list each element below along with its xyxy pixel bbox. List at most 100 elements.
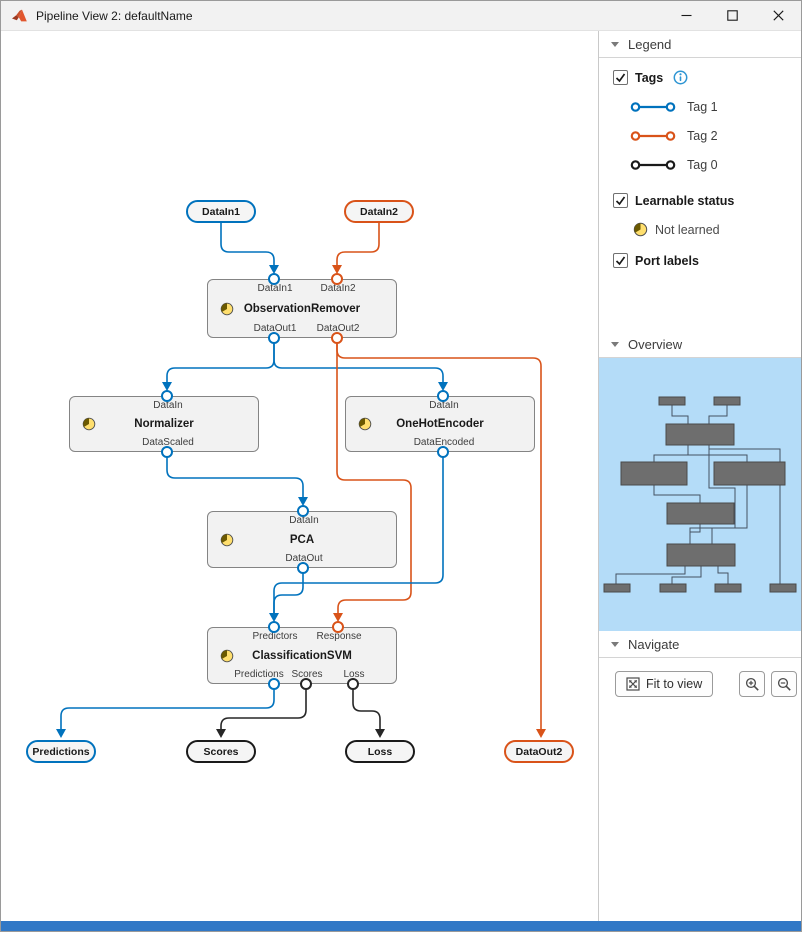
matlab-logo-icon [12, 9, 27, 21]
block-title: ClassificationSVM [252, 649, 352, 662]
arrowhead [536, 729, 546, 738]
arrowhead [216, 729, 226, 738]
port-label-out: DataEncoded [413, 437, 475, 448]
fit-to-view-icon [626, 677, 640, 691]
tag-row: Tag 2 [613, 129, 801, 143]
output-node-label: Loss [367, 745, 393, 758]
pipeline-canvas[interactable]: DataIn1 DataIn2 DataIn1 DataIn2 Observat… [1, 31, 599, 921]
input-node-label: DataIn1 [202, 205, 240, 218]
collapse-arrow-icon [611, 41, 619, 47]
wire-loss-to-output[interactable] [352, 689, 381, 730]
not-learned-clock-icon [633, 222, 648, 237]
zoom-in-icon [745, 677, 759, 691]
close-button[interactable] [755, 1, 801, 30]
arrowhead [333, 613, 343, 622]
tag1-line-icon [630, 102, 676, 112]
learnable-status-label: Learnable status [635, 193, 735, 208]
arrowhead [332, 265, 342, 274]
not-learned-clock-icon [220, 533, 234, 546]
legend-panel-header[interactable]: Legend [599, 31, 801, 58]
block-observationremover[interactable]: DataIn1 DataIn2 ObservationRemover DataO… [207, 279, 397, 338]
port-label-out: DataScaled [142, 437, 194, 448]
block-pca[interactable]: DataIn PCA DataOut [207, 511, 397, 568]
input-node-datain2[interactable]: DataIn2 [344, 200, 414, 223]
output-node-label: Scores [203, 745, 239, 758]
block-title: PCA [289, 533, 315, 546]
not-learned-clock-icon [82, 417, 96, 431]
fit-to-view-button[interactable]: Fit to view [615, 671, 714, 697]
collapse-arrow-icon [611, 341, 619, 347]
info-icon[interactable] [673, 70, 688, 85]
input-node-datain1[interactable]: DataIn1 [186, 200, 256, 223]
overview-panel-header[interactable]: Overview [599, 331, 801, 358]
legend-title: Legend [628, 36, 672, 52]
arrowhead [438, 382, 448, 391]
arrowhead [56, 729, 66, 738]
sidebar: Legend Tags [599, 31, 801, 921]
block-title: OneHotEncoder [396, 418, 484, 430]
tag0-line-icon [630, 160, 676, 170]
port-label-in: DataIn [289, 515, 319, 526]
wire-dataout-to-predictors[interactable] [273, 573, 304, 614]
output-node-dataout2[interactable]: DataOut2 [504, 740, 574, 763]
output-node-predictions[interactable]: Predictions [26, 740, 96, 763]
tags-checkbox[interactable] [613, 70, 628, 85]
tag-label: Tag 2 [687, 129, 718, 143]
tag-row: Tag 0 [613, 158, 801, 172]
background-window-edge [1, 921, 801, 931]
learnable-status-checkbox[interactable] [613, 193, 628, 208]
window-title: Pipeline View 2: defaultName [36, 8, 193, 23]
port-labels-label: Port labels [635, 253, 699, 268]
tag-row: Tag 1 [613, 100, 801, 114]
wire-datain2-to-observationremover[interactable] [336, 223, 380, 266]
output-node-loss[interactable]: Loss [345, 740, 415, 763]
zoom-out-icon [777, 677, 791, 691]
wire-datain1-to-observationremover[interactable] [220, 223, 275, 266]
maximize-button[interactable] [709, 1, 755, 30]
pipeline-wires [56, 223, 546, 738]
tags-label: Tags [635, 70, 664, 85]
output-node-scores[interactable]: Scores [186, 740, 256, 763]
maximize-icon [726, 10, 738, 21]
titlebar[interactable]: Pipeline View 2: defaultName [1, 1, 801, 31]
navigate-panel-header[interactable]: Navigate [599, 631, 801, 658]
wire-dataout2-to-response[interactable] [336, 343, 412, 614]
close-icon [772, 10, 784, 21]
port-labels-checkbox[interactable] [613, 253, 628, 268]
wire-dataout1-to-normalizer[interactable] [166, 343, 275, 383]
not-learned-clock-icon [358, 417, 372, 431]
minimap-graphic [603, 396, 797, 593]
not-learned-label: Not learned [655, 222, 720, 237]
fit-to-view-label: Fit to view [646, 677, 703, 691]
arrowhead [375, 729, 385, 738]
overview-title: Overview [628, 336, 683, 352]
minimize-button[interactable] [663, 1, 709, 30]
port-label-in: Predictors [252, 631, 298, 642]
minimize-icon [681, 14, 691, 17]
legend-body: Tags Tag 1 [599, 58, 801, 331]
learnable-status-checkbox-row: Learnable status [613, 193, 801, 208]
block-normalizer[interactable]: DataIn Normalizer DataScaled [69, 396, 259, 452]
block-classificationsvm[interactable]: Predictors Response ClassificationSVM Pr… [207, 627, 397, 684]
output-node-label: DataOut2 [515, 745, 563, 758]
wire-datascaled-to-pca[interactable] [166, 457, 304, 498]
navigate-body: Fit to view [599, 658, 801, 921]
wire-scores-to-output[interactable] [220, 689, 307, 730]
tag-label: Tag 1 [687, 100, 718, 114]
wire-dataout1-to-onehotencoder[interactable] [273, 343, 444, 383]
port-label-out: Loss [343, 669, 365, 680]
wire-predictions-to-output[interactable] [60, 689, 275, 730]
block-onehotencoder[interactable]: DataIn OneHotEncoder DataEncoded [345, 396, 535, 452]
tag2-line-icon [630, 131, 676, 141]
tag-label: Tag 0 [687, 158, 718, 172]
checkmark-icon [615, 196, 626, 206]
block-title: ObservationRemover [243, 302, 361, 315]
port-label-out: Scores [291, 669, 323, 680]
tags-checkbox-row: Tags [613, 70, 801, 85]
zoom-out-button[interactable] [771, 671, 798, 697]
overview-minimap[interactable] [599, 358, 801, 631]
port-label-in: DataIn1 [257, 283, 293, 294]
zoom-in-button[interactable] [739, 671, 766, 697]
port-label-out: DataOut1 [253, 323, 297, 334]
